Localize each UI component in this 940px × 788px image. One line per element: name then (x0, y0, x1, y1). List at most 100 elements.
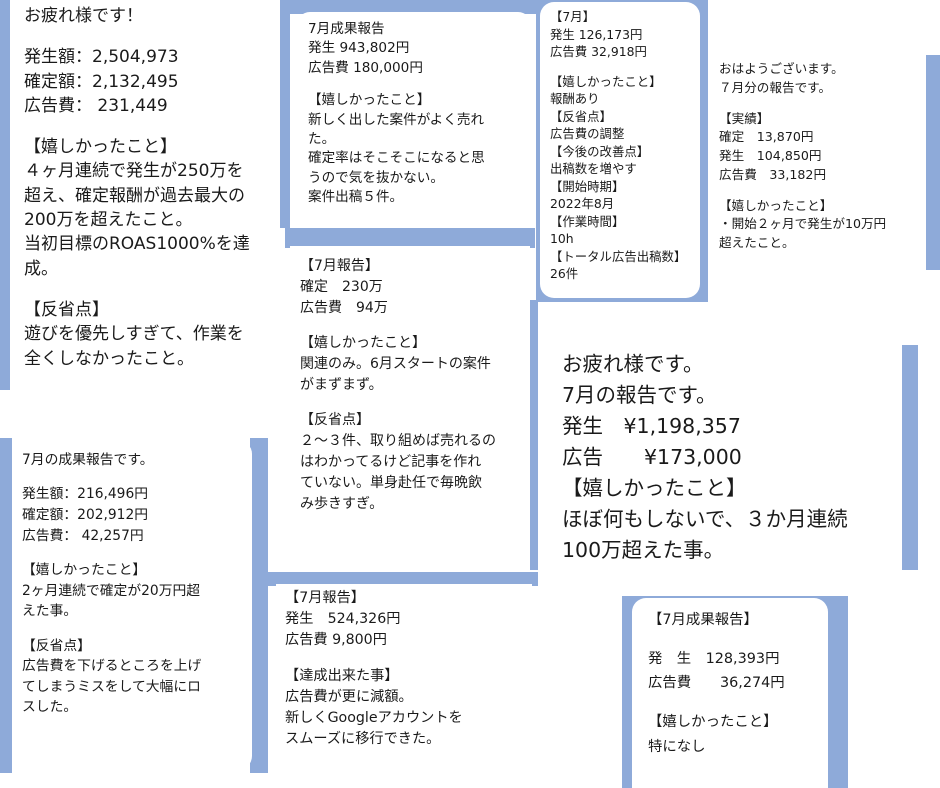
message-line: ２〜３件、取り組めば売れるの (300, 433, 496, 449)
message-line: えた事。 (22, 603, 78, 620)
message-line: がまずまず。 (300, 377, 383, 393)
message-line: 【トータル広告出稿数】 (550, 248, 687, 264)
message-line: 7月の成果報告です。 (22, 452, 154, 468)
message-line: 確定額：2,132,495 (24, 71, 179, 92)
message-line: 特になし (648, 738, 706, 755)
message-line: お疲れ様です。 (562, 352, 704, 376)
message-bubble-6: お疲れ様です。 7月の報告です。発生 ¥1,198,357 広告 ¥173,000 【… (540, 345, 902, 570)
message-line: た。 (308, 131, 336, 148)
message-line: てしまうミスをして大幅にロ (22, 678, 201, 695)
message-line (24, 281, 280, 298)
message-line: お疲れ様です！ (24, 6, 143, 26)
message-line (719, 97, 926, 110)
message-line: 【実績】 (719, 110, 770, 126)
message-line: 【嬉しかったこと】 (24, 137, 177, 158)
message-line: 関連のみ。6月スタートの案件 (300, 356, 491, 372)
bubble-frame (530, 300, 538, 570)
message-line: 広告費 9,800円 (285, 632, 387, 649)
message-bubble-7: 7月の成果報告です。発生額：216,496円確定額：202,912円広告費： 4… (12, 440, 252, 770)
message-line: 【7月報告】 (285, 590, 365, 606)
message-line: 発生 943,802円 (308, 40, 410, 57)
message-line: 【反省点】 (24, 299, 109, 320)
message-line (285, 652, 532, 666)
message-line: ていない。単身赴任で毎晩飲 (300, 475, 482, 491)
message-line: 全くしなかったこと。 (24, 348, 194, 369)
message-line: ほぼ何もしないで、３か月連続 (562, 507, 848, 531)
message-line: 【嬉しかったこと】 (562, 476, 747, 500)
message-line: 200万を超えたこと。 (24, 210, 193, 231)
message-line: 10h (550, 231, 574, 247)
message-line: 発生 126,173円 (550, 26, 643, 42)
message-bubble-3: 【7月】発生 126,173円広告費 32,918円【嬉しかったこと】報酬あり【… (540, 2, 700, 298)
message-line: 超えたこと。 (719, 234, 795, 250)
message-line (24, 28, 280, 45)
message-line: 広告費 36,274円 (648, 675, 785, 692)
message-line: 【7月報告】 (300, 258, 379, 274)
message-line: 2ヶ月連続で確定が20万円超 (22, 582, 201, 599)
message-line (22, 471, 252, 485)
message-line: 【嬉しかったこと】 (308, 92, 431, 109)
message-line: 【作業時間】 (550, 213, 625, 229)
message-line: 広告 ¥173,000 (562, 445, 742, 469)
message-line: 遊びを優先しすぎて、作業を (24, 324, 244, 345)
message-line: 【開始時期】 (550, 178, 625, 194)
message-line: 【嬉しかったこと】 (550, 73, 662, 89)
message-line: おはようございます。 (719, 61, 844, 76)
message-line: 報酬あり (550, 91, 600, 107)
message-line: 確定 13,870円 (719, 129, 814, 145)
message-line: 【達成出来た事】 (285, 667, 399, 684)
message-line: 出稿数を増やす (550, 161, 637, 177)
message-line: 【今後の改善点】 (550, 143, 650, 159)
message-line: うので気を抜かない。 (308, 169, 444, 186)
message-line: 【反省点】 (22, 637, 91, 654)
message-bubble-5: 【7月報告】確定 230万広告費 94万【嬉しかったこと】関連のみ。6月スタート… (290, 246, 530, 570)
message-line: 広告費 32,918円 (550, 44, 647, 59)
bubble-frame (268, 572, 538, 586)
message-line: 発生額：216,496円 (22, 486, 149, 503)
message-line: ４ヶ月連続で発生が250万を (24, 161, 244, 182)
message-line: 新しく出した案件がよく売れ (308, 111, 485, 128)
message-line (22, 546, 252, 560)
message-line: 【7月成果報告】 (648, 612, 758, 628)
message-line: スした。 (22, 699, 78, 716)
message-bubble-2: 7月成果報告発生 943,802円広告費 180,000円【嬉しかったこと】新し… (296, 12, 532, 228)
message-line: 広告費 94万 (300, 300, 388, 316)
message-line: 確定額：202,912円 (22, 506, 149, 523)
bubble-frame (0, 438, 12, 773)
message-line: 【反省点】 (300, 412, 370, 428)
message-line: 広告費 180,000円 (308, 59, 423, 76)
message-line (24, 118, 280, 135)
message-line: 発生 104,850円 (719, 147, 822, 163)
bubble-frame (288, 0, 538, 14)
bubble-frame (285, 228, 535, 248)
message-line: 広告費が更に減額。 (285, 689, 413, 705)
message-line: 案件出稿５件。 (308, 188, 404, 205)
message-line: 【嬉しかったこと】 (300, 335, 426, 351)
message-line: 発生 ¥1,198,357 (562, 414, 741, 438)
message-line: 7月成果報告 (308, 21, 385, 37)
message-line: 確定 230万 (300, 279, 383, 295)
message-line: 100万超えた事。 (562, 538, 725, 562)
message-line: はわかってるけど記事を作れ (300, 454, 482, 470)
message-line (308, 78, 532, 92)
message-line: 広告費 33,182円 (719, 166, 827, 182)
message-line: スムーズに移行できた。 (285, 731, 441, 748)
message-line: 新しくGoogleアカウントを (285, 710, 463, 727)
message-line: 【嬉しかったこと】 (719, 197, 833, 213)
bubble-frame (900, 345, 918, 570)
message-bubble-8: 【7月報告】発生 524,326円広告費 9,800円【達成出来た事】広告費が更… (276, 584, 532, 770)
message-line: 広告費を下げるところを上げ (22, 658, 202, 675)
message-line (648, 633, 828, 647)
message-line: み歩きすぎ。 (300, 496, 384, 512)
message-line: ・開始２ヶ月で発生が10万円 (719, 216, 887, 232)
message-line (300, 319, 530, 333)
bubble-frame (250, 438, 268, 773)
message-line: 当初目標のROAS1000%を達 (24, 234, 250, 255)
message-line: 7月の報告です。 (562, 383, 717, 407)
message-bubble-4: おはようございます。７月分の報告です。【実績】確定 13,870円発生 104,… (708, 52, 926, 272)
message-line (22, 622, 252, 636)
message-line: 確定率はそこそこになると思 (308, 150, 485, 167)
message-line: 【嬉しかったこと】 (648, 714, 778, 731)
message-line (300, 396, 530, 410)
